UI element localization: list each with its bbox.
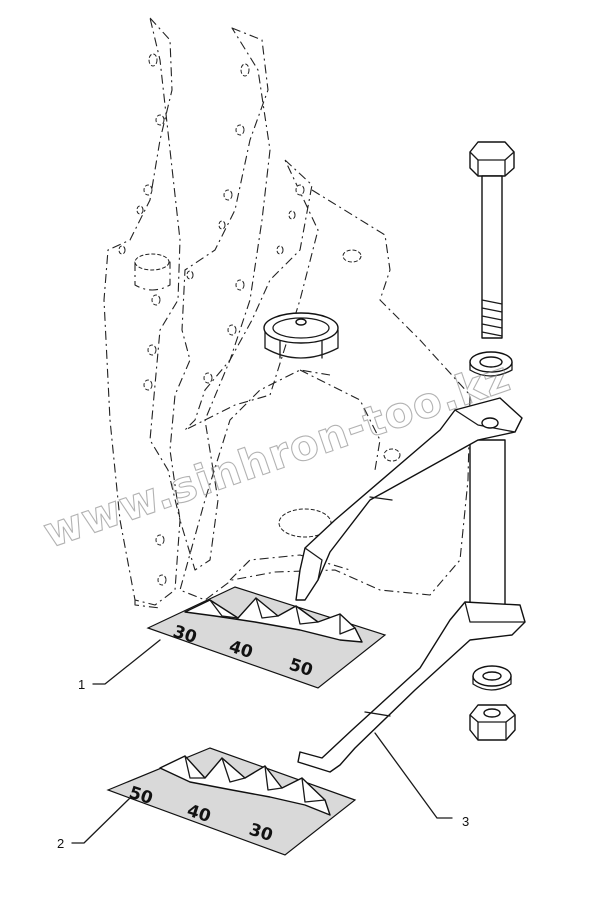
callout-2-label: 2 [57, 836, 64, 851]
hex-bolt [469, 141, 515, 339]
decal-2: 50 40 30 [106, 747, 357, 856]
lower-washer [472, 665, 512, 691]
callout-1-label: 1 [78, 677, 85, 692]
mounting-frame-outline [103, 17, 471, 609]
callout-1: 1 [78, 639, 161, 692]
upper-washer [469, 351, 513, 377]
callout-3: 3 [374, 732, 469, 829]
callout-2: 2 [57, 797, 131, 851]
hex-nut [469, 704, 516, 741]
castle-nut [263, 312, 339, 359]
spring-clamp [295, 397, 526, 773]
decal-1: 30 40 50 [146, 586, 387, 689]
callout-3-label: 3 [462, 814, 469, 829]
